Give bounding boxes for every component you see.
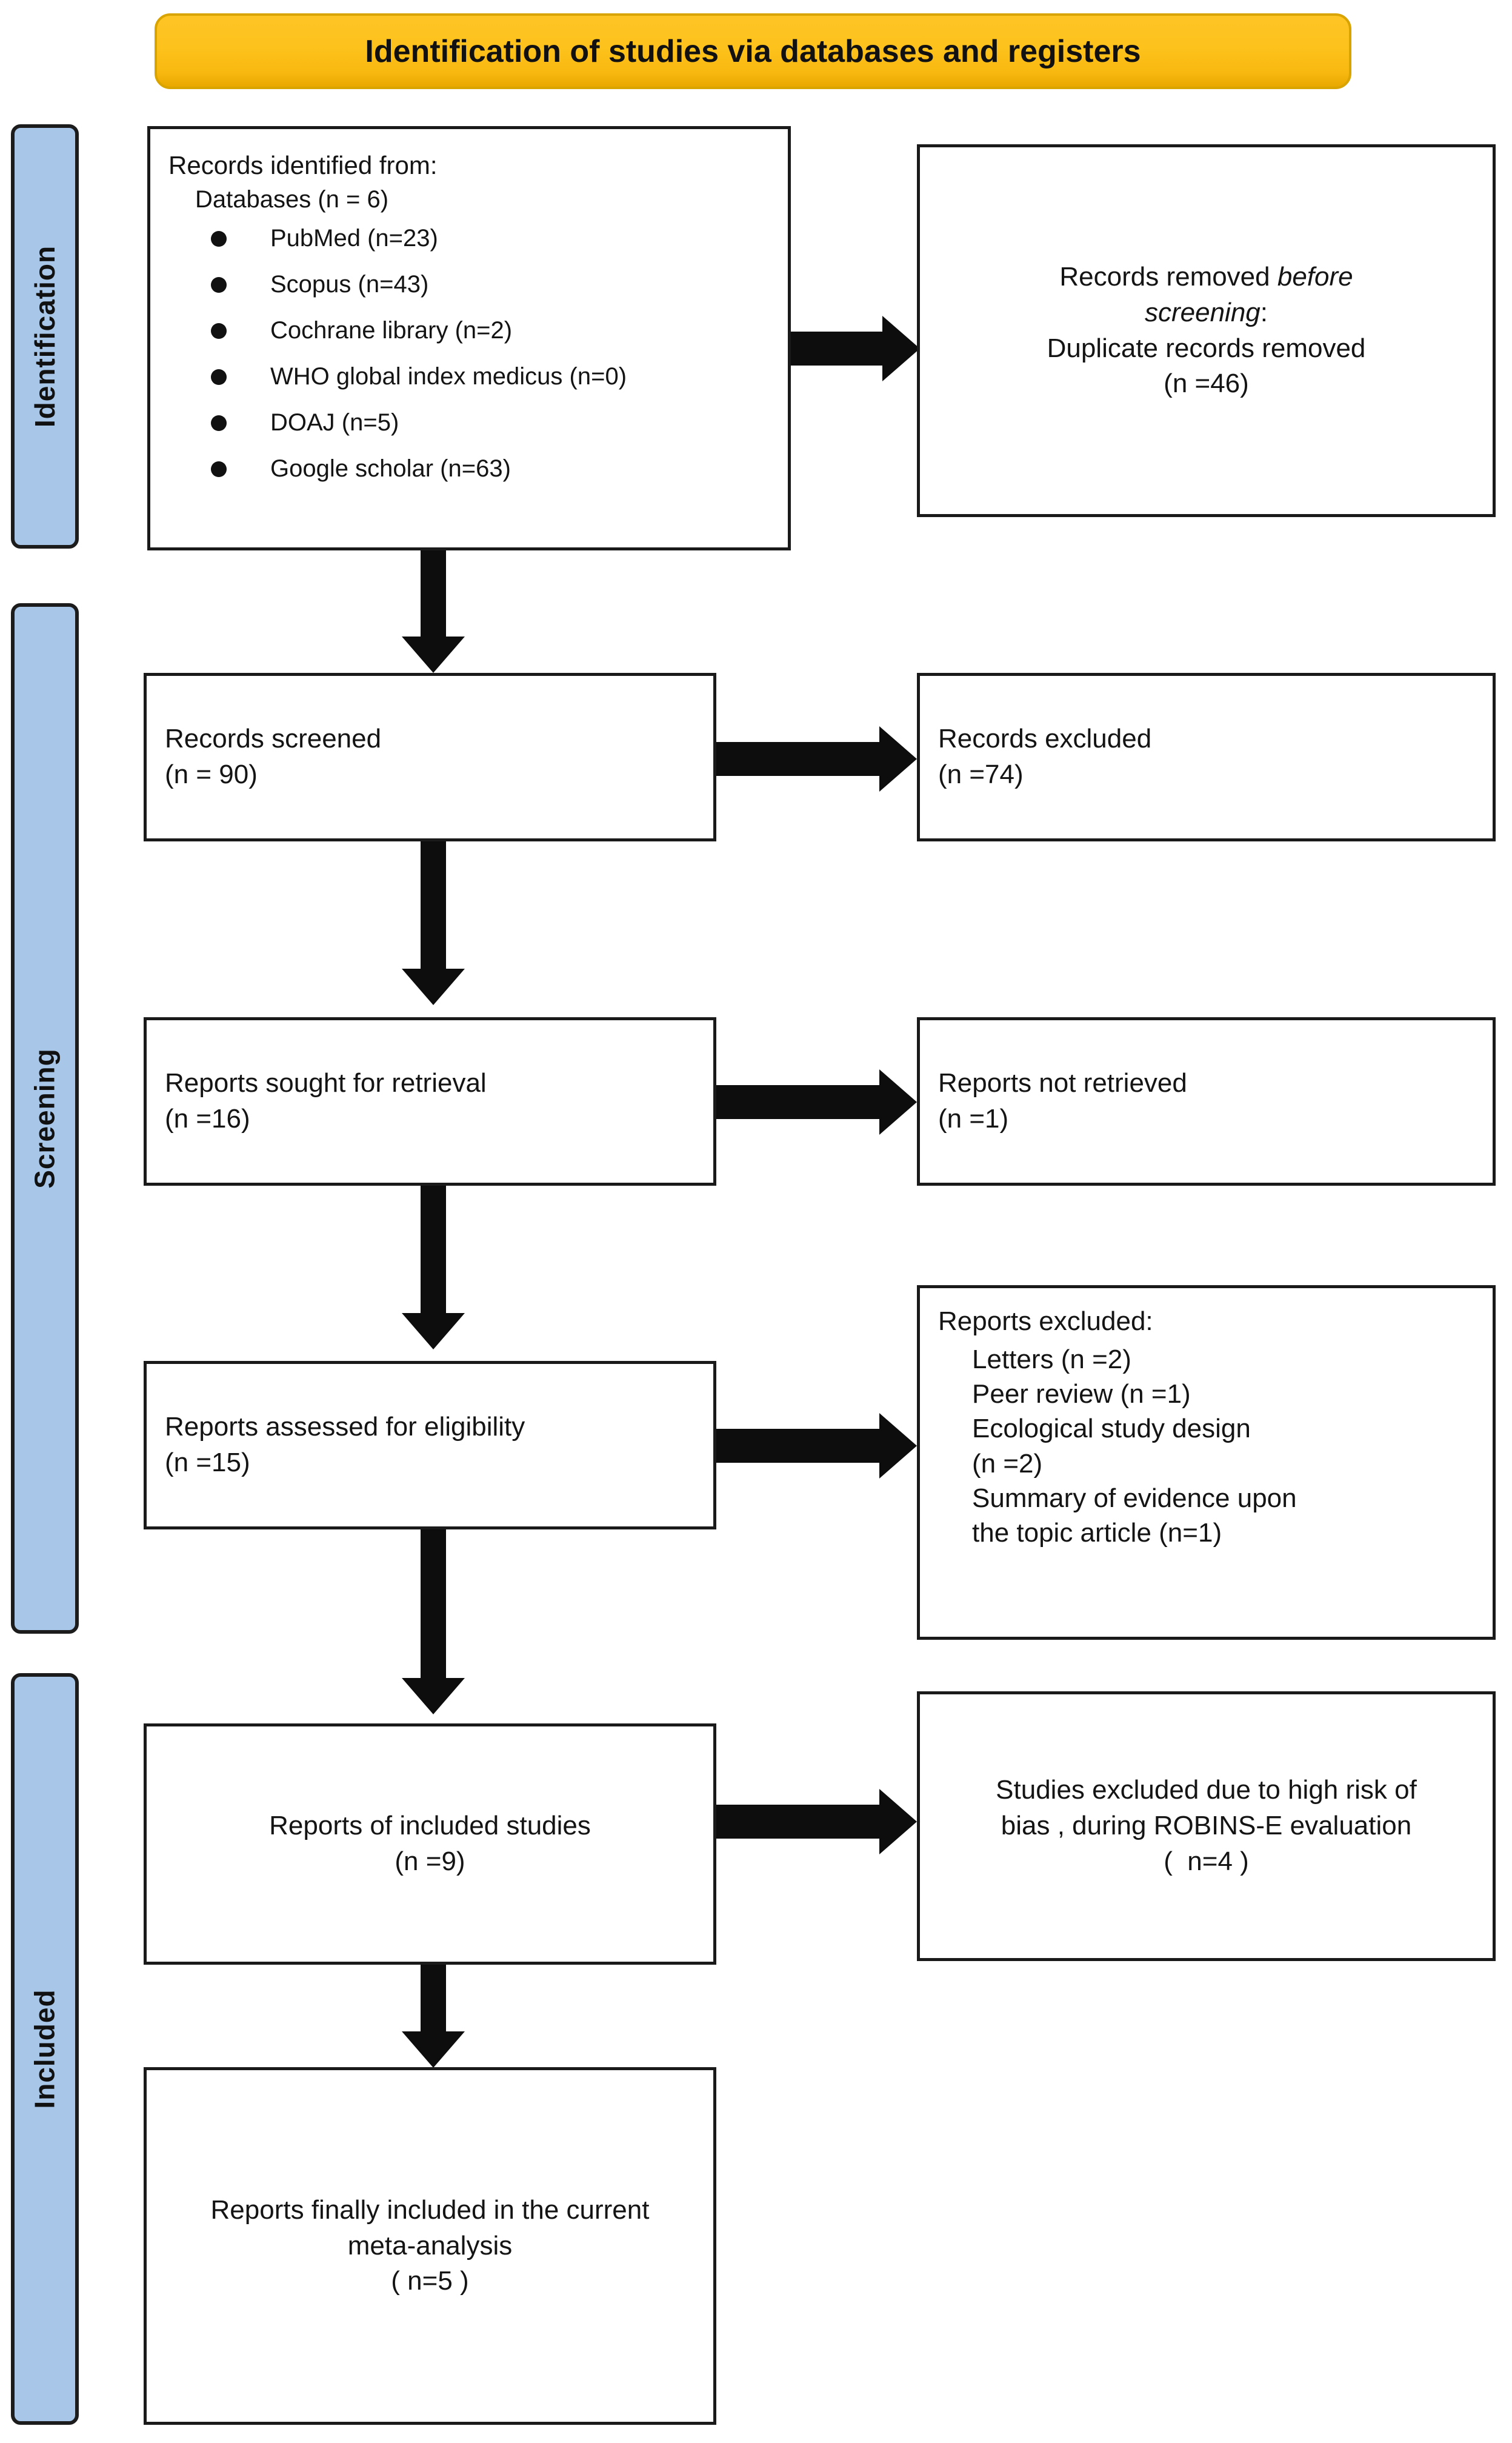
reports-excluded-reason: Letters (n =2): [972, 1344, 1131, 1374]
source-label: DOAJ (n=5): [270, 409, 399, 436]
database-source-list: PubMed (n=23) Scopus (n=43) Cochrane lib…: [168, 226, 770, 481]
records-screened-line-2: (n = 90): [165, 760, 258, 789]
source-label: PubMed (n=23): [270, 224, 438, 252]
records-removed-line-3: Duplicate records removed: [1047, 333, 1366, 363]
phase-bar-identification: Identification: [11, 124, 79, 549]
reports-sought-line-1: Reports sought for retrieval: [165, 1068, 487, 1098]
reports-sought-line-2: (n =16): [165, 1104, 250, 1134]
bullet-icon: [211, 415, 227, 431]
phase-label-included: Included: [29, 1989, 61, 2109]
list-item: PubMed (n=23): [168, 226, 770, 250]
final-included-line-1: Reports finally included in the current: [210, 2194, 650, 2225]
studies-excluded-bias-line-1: Studies excluded due to high risk of: [996, 1775, 1417, 1805]
list-item: Scopus (n=43): [168, 272, 770, 296]
studies-excluded-bias-line-3: ( n=4 ): [1164, 1846, 1249, 1876]
box-records-identified: Records identified from: Databases (n = …: [147, 126, 791, 550]
reports-not-retrieved-line-1: Reports not retrieved: [938, 1068, 1187, 1098]
reports-excluded-reason: Summary of evidence upon: [972, 1483, 1297, 1513]
list-item: Google scholar (n=63): [168, 456, 770, 481]
source-label: WHO global index medicus (n=0): [270, 363, 627, 390]
final-included-line-3: ( n=5 ): [391, 2266, 469, 2296]
reports-included-line-2: (n =9): [395, 1846, 465, 1876]
phase-bar-included: Included: [11, 1673, 79, 2425]
diagram-title: Identification of studies via databases …: [365, 33, 1141, 69]
reports-assessed-line-1: Reports assessed for eligibility: [165, 1412, 525, 1442]
studies-excluded-bias-line-2: bias , during ROBINS-E evaluation: [1001, 1811, 1412, 1841]
records-removed-line-1: Records removed before: [1059, 261, 1353, 292]
phase-bar-screening: Screening: [11, 603, 79, 1634]
reports-excluded-heading: Reports excluded:: [938, 1306, 1153, 1336]
reports-excluded-reason: the topic article (n=1): [972, 1517, 1222, 1548]
records-removed-line-4: (n =46): [1164, 369, 1249, 399]
reports-included-line-1: Reports of included studies: [269, 1811, 591, 1841]
bullet-icon: [211, 369, 227, 385]
records-identified-heading: Records identified from:: [168, 151, 438, 179]
box-records-removed-before-screening: Records removed before screening: Duplic…: [917, 144, 1496, 517]
box-reports-finally-included: Reports finally included in the current …: [144, 2067, 716, 2425]
phase-label-identification: Identification: [29, 245, 61, 428]
bullet-icon: [211, 323, 227, 339]
box-records-excluded: Records excluded (n =74): [917, 673, 1496, 841]
records-excluded-line-1: Records excluded: [938, 724, 1152, 754]
reports-assessed-line-2: (n =15): [165, 1448, 250, 1477]
box-reports-excluded-reasons: Reports excluded: Letters (n =2) Peer re…: [917, 1285, 1496, 1640]
records-screened-line-1: Records screened: [165, 724, 382, 754]
bullet-icon: [211, 276, 227, 293]
final-included-line-2: meta-analysis: [347, 2230, 513, 2261]
box-reports-assessed-for-eligibility: Reports assessed for eligibility (n =15): [144, 1361, 716, 1529]
source-label: Scopus (n=43): [270, 270, 429, 298]
records-excluded-line-2: (n =74): [938, 760, 1024, 789]
box-reports-not-retrieved: Reports not retrieved (n =1): [917, 1017, 1496, 1186]
list-item: DOAJ (n=5): [168, 410, 770, 435]
records-identified-subheading: Databases (n = 6): [195, 186, 389, 213]
bullet-icon: [211, 230, 227, 247]
source-label: Cochrane library (n=2): [270, 316, 513, 344]
box-studies-excluded-high-risk-bias: Studies excluded due to high risk of bia…: [917, 1691, 1496, 1961]
reports-not-retrieved-line-2: (n =1): [938, 1104, 1009, 1134]
box-reports-sought-for-retrieval: Reports sought for retrieval (n =16): [144, 1017, 716, 1186]
bullet-icon: [211, 461, 227, 477]
box-records-screened: Records screened (n = 90): [144, 673, 716, 841]
box-reports-of-included-studies: Reports of included studies (n =9): [144, 1723, 716, 1965]
reports-excluded-reason: Ecological study design: [972, 1414, 1251, 1444]
list-item: WHO global index medicus (n=0): [168, 364, 770, 389]
diagram-header-banner: Identification of studies via databases …: [155, 13, 1351, 89]
records-removed-line-2: screening:: [1144, 297, 1268, 327]
reports-excluded-reason: Peer review (n =1): [972, 1379, 1191, 1409]
phase-label-screening: Screening: [29, 1048, 61, 1189]
reports-excluded-reason: (n =2): [972, 1448, 1043, 1479]
list-item: Cochrane library (n=2): [168, 318, 770, 343]
source-label: Google scholar (n=63): [270, 455, 511, 482]
